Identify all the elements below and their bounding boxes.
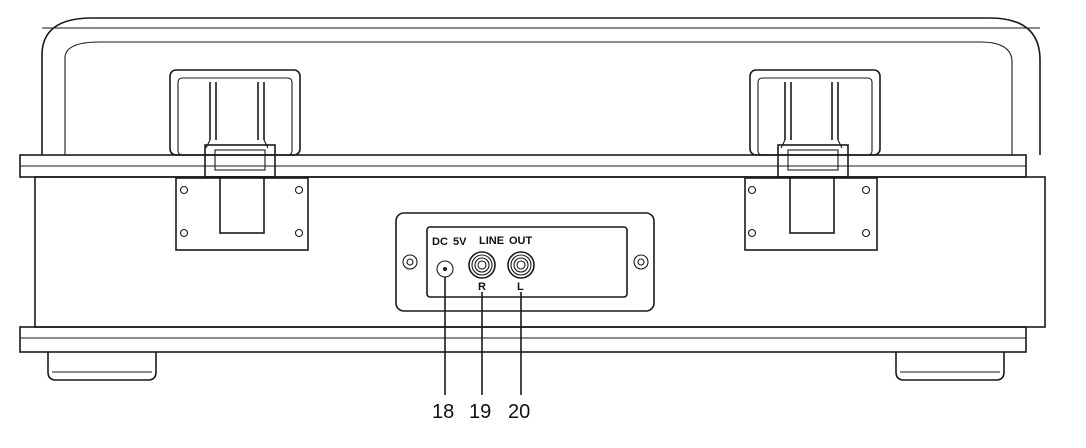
left-channel-label: L	[517, 281, 524, 293]
connector-panel	[395, 212, 655, 312]
right-channel-label: R	[478, 281, 486, 293]
latch-right	[744, 69, 881, 251]
foot-right	[895, 352, 1005, 381]
line-label: LINE	[479, 235, 504, 247]
out-label: OUT	[509, 235, 533, 247]
dc-label: DC	[432, 236, 448, 248]
lid	[41, 17, 1041, 155]
rca-left-jack-icon	[507, 251, 535, 279]
callout-20: 20	[508, 401, 530, 423]
voltage-label: 5V	[453, 236, 467, 248]
latch-left	[169, 69, 309, 251]
seam-band	[19, 154, 1027, 178]
foot-left	[47, 352, 157, 381]
rca-right-jack-icon	[468, 251, 496, 279]
base	[19, 176, 1046, 353]
dc-jack-icon	[436, 260, 454, 278]
callout-18: 18	[432, 401, 454, 423]
callout-19: 19	[469, 401, 491, 423]
